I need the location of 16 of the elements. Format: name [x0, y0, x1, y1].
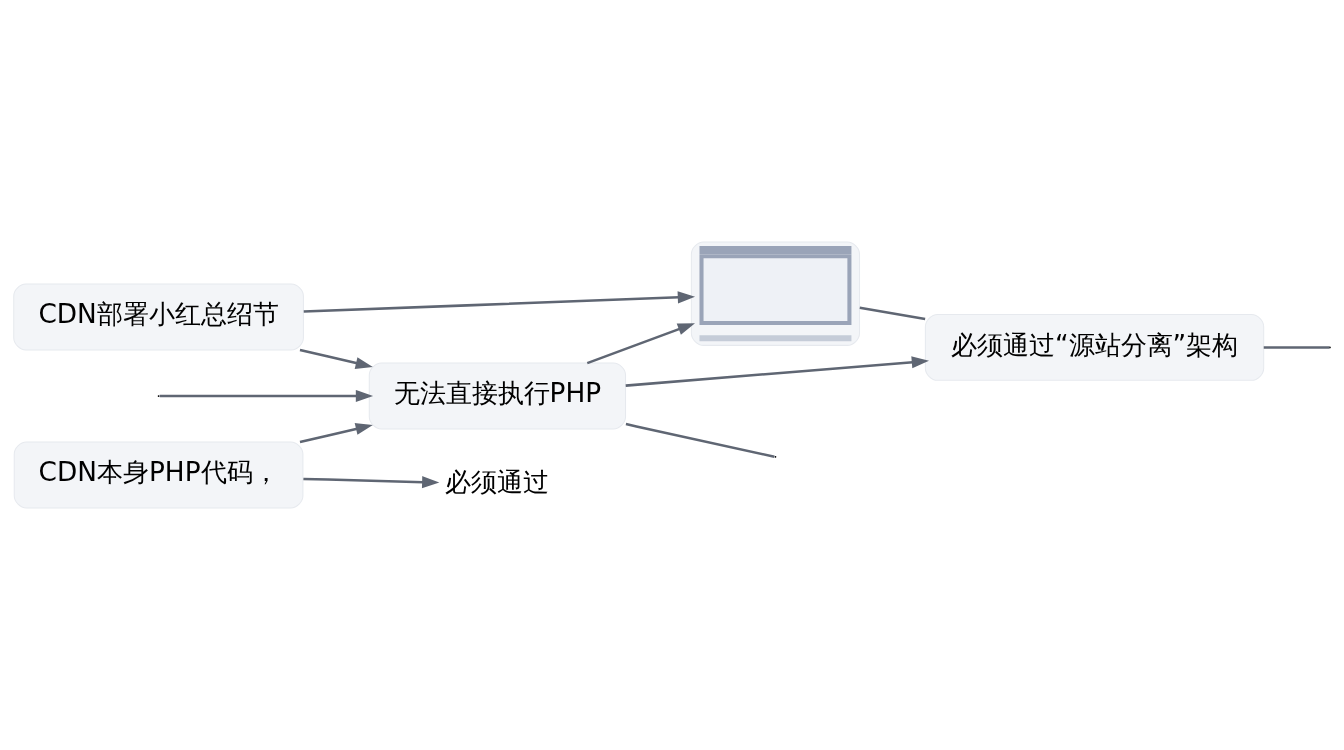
arrow — [303, 476, 440, 489]
node-box: 必须通过“源站分离”架构 — [924, 313, 1265, 381]
arrow — [299, 348, 373, 369]
connector — [859, 306, 926, 321]
connector — [1263, 346, 1330, 349]
arrow — [625, 356, 929, 387]
connector — [625, 422, 775, 458]
node-box: CDN本身PHP代码， — [13, 441, 304, 509]
node-box: CDN部署小红总绍节 — [13, 283, 304, 351]
picture — [690, 241, 861, 346]
node-text: 必须通过 — [445, 466, 550, 497]
arrow — [303, 291, 696, 313]
node-box: 无法直接执行PHP — [368, 362, 627, 430]
arrow — [159, 389, 374, 403]
arrow — [586, 323, 695, 365]
arrow — [299, 423, 373, 444]
